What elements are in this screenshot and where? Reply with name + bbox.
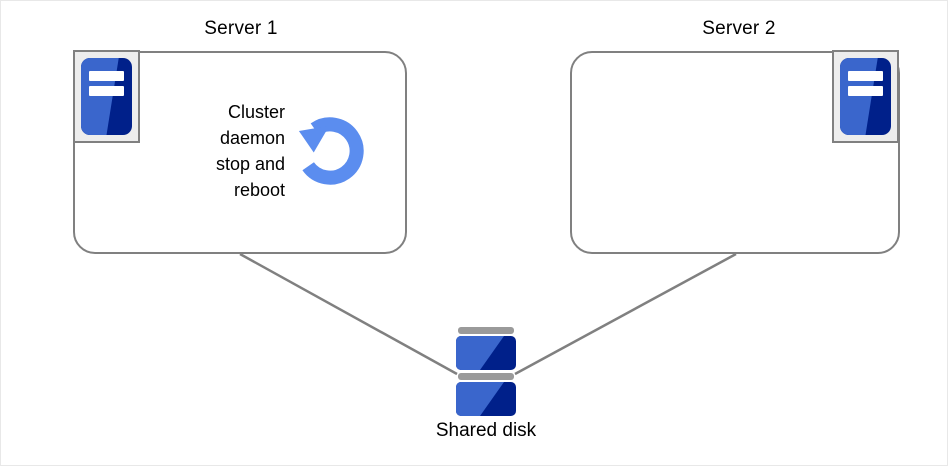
shared-disk-label: Shared disk [435, 420, 537, 441]
server-icon-body [81, 58, 132, 135]
server-icon-bar-bottom [848, 86, 883, 97]
caption-line-3: stop and [215, 154, 285, 174]
server-icon [73, 50, 140, 143]
server-icon-highlight [81, 58, 119, 135]
server-icon [832, 50, 899, 143]
shared-disk-body [456, 336, 516, 370]
link-server1-to-shared-disk [239, 252, 458, 376]
server-icon-highlight [840, 58, 878, 135]
shared-disk-highlight [456, 336, 504, 370]
reboot-icon [298, 117, 364, 185]
server2-title: Server 2 [702, 18, 776, 39]
caption-line-4: reboot [233, 180, 285, 200]
server-icon-body [840, 58, 891, 135]
shared-disk-icon[interactable] [456, 327, 516, 416]
shared-disk-cap [458, 373, 514, 380]
shared-disk-cap [458, 327, 514, 334]
server-icon-bar-top [848, 71, 883, 82]
server1-title: Server 1 [204, 18, 278, 39]
shared-disk-highlight [456, 382, 504, 416]
caption-line-1: Cluster [227, 102, 285, 122]
shared-disk-body [456, 382, 516, 416]
link-server2-to-shared-disk [514, 252, 737, 376]
server1-caption: Cluster daemon stop and reboot [161, 99, 285, 203]
server-icon-bar-top [89, 71, 124, 82]
caption-line-2: daemon [219, 128, 285, 148]
server-icon-bar-bottom [89, 86, 124, 97]
